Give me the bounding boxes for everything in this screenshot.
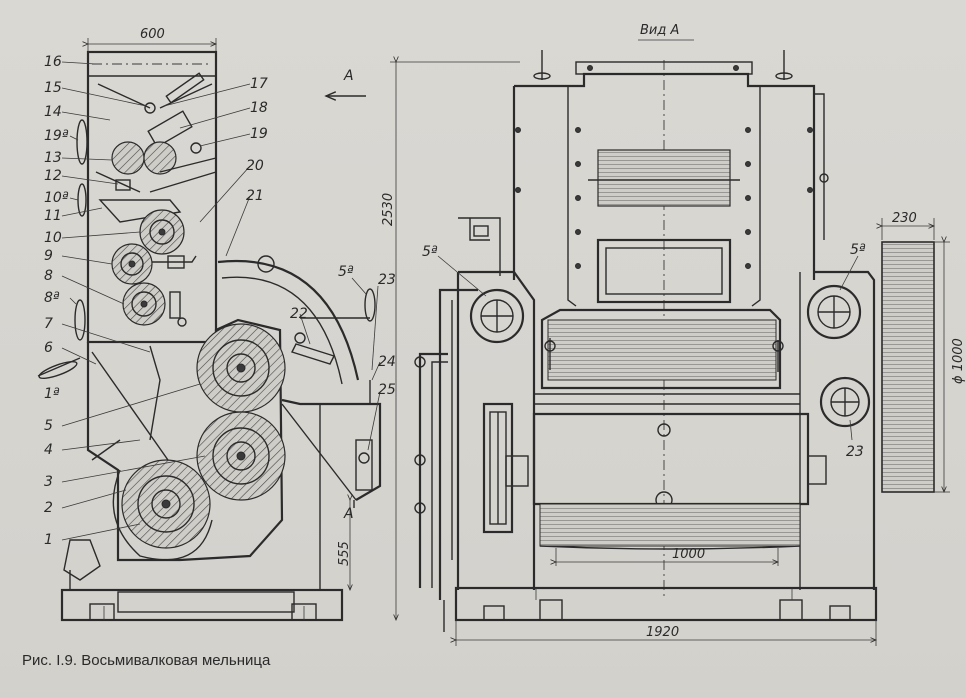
front-label-5a-right: 5ª xyxy=(850,242,866,258)
part-label: 5ª xyxy=(338,264,354,280)
part-label: 24 xyxy=(378,354,396,370)
dim-width-total: 1920 xyxy=(646,625,679,640)
part-label: 14 xyxy=(44,104,62,120)
part-label: 1 xyxy=(44,532,53,548)
part-label: 7 xyxy=(44,316,53,332)
part-label: 2 xyxy=(44,500,53,516)
labels: 600 Вид А A A 2530 555 1000 1920 230 ϕ 1… xyxy=(44,23,966,640)
part-label: 22 xyxy=(290,306,308,322)
part-label: 5 xyxy=(44,418,53,434)
part-label: 15 xyxy=(44,80,62,96)
part-label: 3 xyxy=(44,474,53,490)
part-label: 19ª xyxy=(44,128,69,144)
section-mark: A xyxy=(343,506,354,522)
front-view xyxy=(390,39,950,646)
front-label-23: 23 xyxy=(846,444,864,460)
part-label: 17 xyxy=(250,76,268,92)
part-label: 20 xyxy=(246,158,264,174)
part-label: 4 xyxy=(44,442,53,458)
view-title: Вид А xyxy=(640,23,679,38)
part-label: 8 xyxy=(44,268,53,284)
part-label: 25 xyxy=(378,382,396,398)
part-label: 19 xyxy=(250,126,268,142)
part-label: 6 xyxy=(44,340,53,356)
side-section-view xyxy=(37,38,382,622)
arrow-label: A xyxy=(343,68,354,84)
dim-width-left: 600 xyxy=(140,27,165,42)
part-label: 1ª xyxy=(44,386,60,402)
part-label: 9 xyxy=(44,248,53,264)
dim-roll-length: 1000 xyxy=(672,547,705,562)
dim-pulley-diameter: ϕ 1000 xyxy=(951,338,966,384)
figure-caption: Рис. I.9. Восьмивалковая мельница xyxy=(22,652,271,669)
part-label: 10ª xyxy=(44,190,69,206)
dim-pulley-width: 230 xyxy=(892,211,917,226)
part-label: 13 xyxy=(44,150,62,166)
part-label: 18 xyxy=(250,100,268,116)
dim-height-total: 2530 xyxy=(381,193,396,226)
part-label: 11 xyxy=(44,208,62,224)
part-label: 23 xyxy=(378,272,396,288)
part-label: 8ª xyxy=(44,290,60,306)
part-label: 12 xyxy=(44,168,62,184)
dim-height-base: 555 xyxy=(337,541,352,566)
part-label: 10 xyxy=(44,230,62,246)
front-label-5a-left: 5ª xyxy=(422,244,438,260)
part-label: 21 xyxy=(246,188,264,204)
part-label: 16 xyxy=(44,54,62,70)
